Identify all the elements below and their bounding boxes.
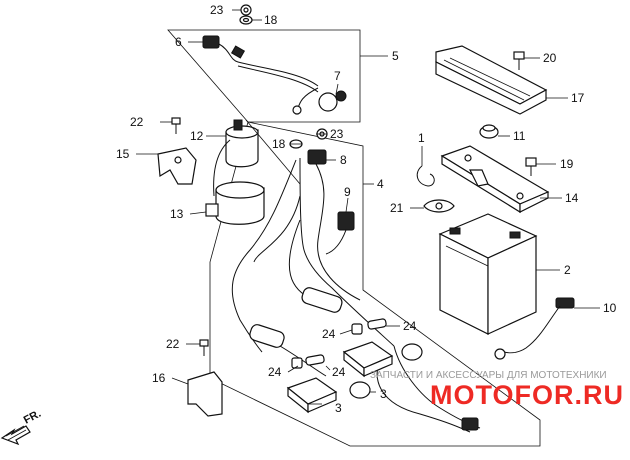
callout-17: 17 [571, 91, 585, 105]
bolt-20 [513, 51, 525, 70]
battery-stay-part-14 [440, 145, 550, 214]
fuse-box-part-3-upper [342, 341, 423, 378]
cable-group-frame-5 [167, 29, 361, 123]
callout-24-a: 24 [403, 319, 417, 333]
bolt-19 [525, 157, 537, 176]
clip-part-1 [416, 165, 435, 187]
callout-15: 15 [116, 147, 130, 161]
callout-18-top: 18 [264, 13, 278, 27]
callout-2: 2 [564, 263, 571, 277]
battery-cover-part-17 [435, 45, 548, 115]
callout-9: 9 [344, 185, 351, 199]
holder-part-16 [187, 371, 223, 417]
callout-18-middle: 18 [272, 137, 286, 151]
callout-22-upper: 22 [130, 115, 144, 129]
callout-1: 1 [418, 131, 425, 145]
callout-14: 14 [565, 191, 579, 205]
front-direction-arrow: FR. [0, 408, 43, 446]
fuse-24-small [291, 357, 303, 369]
battery-part-2 [438, 213, 538, 335]
fuse-box-part-3-lower [286, 377, 371, 414]
callout-23-top: 23 [210, 3, 224, 17]
wire-harness-part-4 [231, 157, 481, 433]
callout-8: 8 [340, 153, 347, 167]
watermark-tagline: ЗАПЧАСТИ И АКСЕССУАРЫ ДЛЯ МОТОТЕХНИКИ [370, 370, 607, 381]
harness-group-frame-4 [209, 121, 541, 447]
callout-24-b: 24 [322, 327, 336, 341]
callout-12: 12 [190, 129, 204, 143]
bolt-22-lower [199, 339, 209, 356]
clamp-part-21 [423, 199, 455, 213]
callout-20: 20 [543, 51, 557, 65]
washer-23-top [240, 4, 252, 16]
leader-lines [136, 9, 600, 405]
callout-4: 4 [377, 177, 384, 191]
callout-13: 13 [170, 207, 184, 221]
watermark-brand: MOTOFOR.RU [430, 380, 624, 410]
fuse-24-upper [367, 318, 387, 330]
callout-7: 7 [334, 69, 341, 83]
bracket-part-15 [157, 147, 197, 185]
callout-3-upper: 3 [380, 387, 387, 401]
callout-22-lower: 22 [166, 337, 180, 351]
callout-3-lower: 3 [335, 401, 342, 415]
callout-11: 11 [513, 129, 526, 143]
callout-19: 19 [560, 157, 574, 171]
callout-labels: 23 18 6 5 7 20 17 22 12 18 23 8 4 1 11 1… [116, 3, 617, 415]
callout-6: 6 [175, 35, 182, 49]
battery-cable-part-5 [202, 35, 347, 115]
callout-10: 10 [603, 301, 617, 315]
watermark: ЗАПЧАСТИ И АКСЕССУАРЫ ДЛЯ МОТОТЕХНИКИ MO… [370, 370, 624, 410]
callout-23-middle: 23 [330, 127, 344, 141]
callout-5: 5 [392, 49, 399, 63]
fuse-24-mid [351, 323, 363, 335]
front-direction-label: FR. [22, 408, 43, 427]
connector-part-9 [325, 211, 355, 255]
callout-24-d: 24 [332, 365, 346, 379]
negative-cable-part-10 [494, 297, 575, 360]
starter-relay-part-12 [213, 119, 259, 197]
callout-21: 21 [390, 201, 404, 215]
callout-24-c: 24 [268, 365, 282, 379]
grommet-11 [479, 124, 499, 139]
relay-cover-part-13 [205, 181, 265, 225]
nut-18-top [239, 15, 253, 25]
bolt-22-upper [171, 117, 181, 134]
connector-part-8 [307, 149, 327, 165]
callout-16: 16 [152, 371, 166, 385]
fuse-24-lower [305, 354, 325, 366]
